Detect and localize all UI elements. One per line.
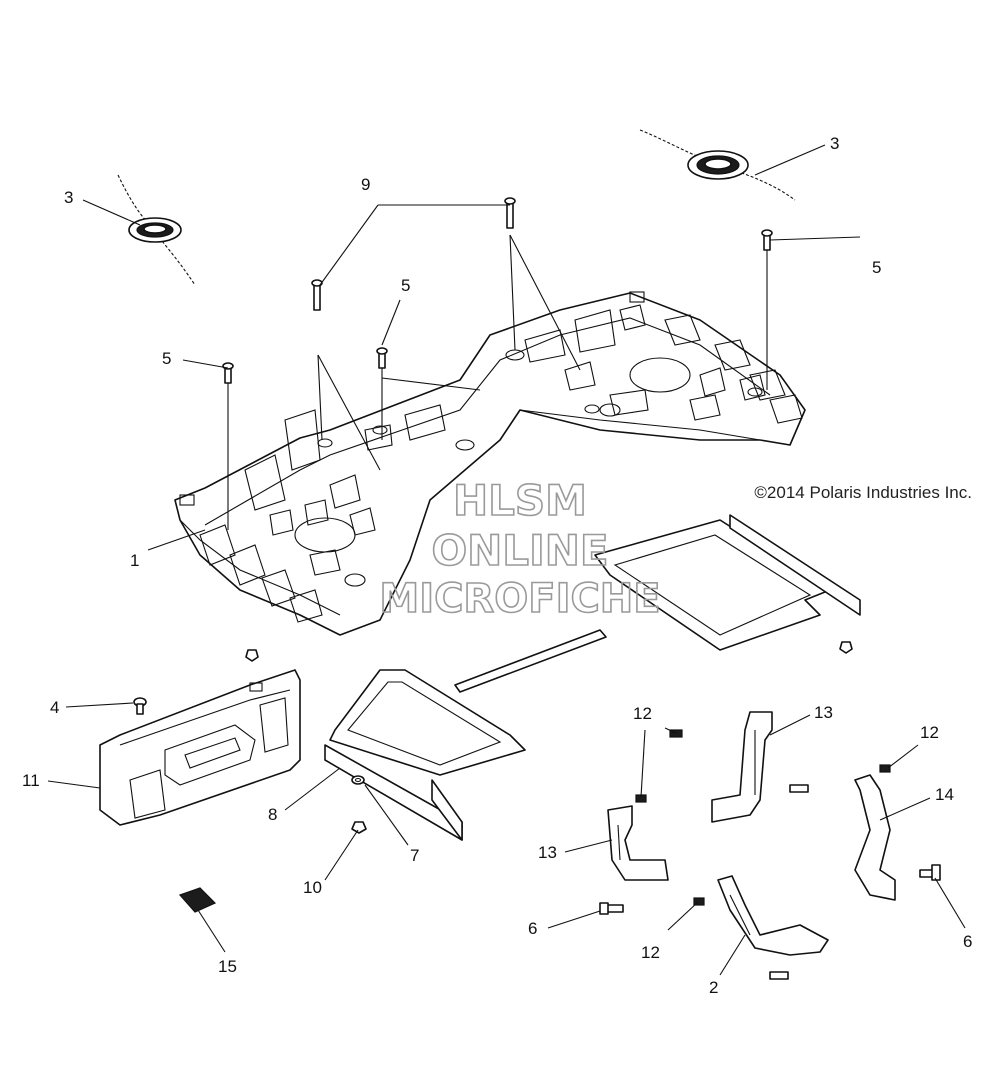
callout-5-left: 5	[162, 349, 171, 368]
callout-13-lower: 13	[538, 843, 557, 862]
nut-right	[839, 641, 853, 654]
callout-11: 11	[22, 771, 40, 790]
bracket-14	[854, 774, 896, 901]
callout-1: 1	[130, 551, 139, 570]
copyright-notice: ©2014 Polaris Industries Inc.	[754, 483, 972, 502]
callout-10: 10	[303, 878, 322, 897]
nut-10	[351, 821, 367, 834]
nut-upper-left	[245, 649, 259, 662]
callout-6-left: 6	[528, 919, 537, 938]
washer-7	[351, 775, 365, 785]
callout-9: 9	[361, 175, 370, 194]
callout-labels: 1 2 3 3 4 5 5 5 6 6 7 8 9 10 11 12 12 12…	[22, 134, 972, 997]
bolt-6-bottom	[769, 971, 789, 980]
callout-2: 2	[709, 978, 718, 997]
watermark-line-2: ONLINE	[431, 526, 608, 575]
clip-12-a	[669, 729, 683, 738]
callout-3-right: 3	[830, 134, 839, 153]
callout-13-upper: 13	[814, 703, 833, 722]
callout-5-mid: 5	[401, 276, 410, 295]
callout-12-top: 12	[633, 704, 652, 723]
callout-4: 4	[50, 698, 59, 717]
clip-12-c	[879, 764, 891, 773]
callout-3-left: 3	[64, 188, 73, 207]
callout-5-right: 5	[872, 258, 881, 277]
watermark: HLSM ONLINE MICROFICHE	[379, 475, 662, 623]
bolt-5-mid	[376, 347, 388, 369]
bracket-13-lower	[607, 805, 669, 881]
clip-12-d	[693, 897, 705, 906]
bracket-2	[717, 875, 829, 956]
callout-8: 8	[268, 805, 277, 824]
rack-deck	[174, 291, 806, 636]
watermark-line-1: HLSM	[453, 476, 587, 525]
bolt-6-mid	[789, 784, 809, 793]
bolt-6-lower	[599, 902, 624, 915]
callout-6-right: 6	[963, 932, 972, 951]
callout-14: 14	[935, 785, 954, 804]
bolt-9-left	[311, 279, 323, 311]
callout-15: 15	[218, 957, 237, 976]
bracket-13-upper	[711, 711, 773, 823]
bolt-9-right	[504, 197, 516, 229]
front-panel	[99, 669, 301, 826]
leader-lines	[47, 144, 966, 976]
mounting-frame	[324, 514, 861, 841]
callout-7: 7	[410, 846, 419, 865]
push-rivet-4	[133, 697, 147, 715]
cap-tether-left	[117, 174, 196, 286]
callout-12-bottom: 12	[641, 943, 660, 962]
cap-tether-right	[639, 129, 796, 201]
bolt-5-left	[222, 362, 234, 384]
watermark-line-3: MICROFICHE	[379, 576, 660, 622]
bolt-6-right	[919, 864, 941, 881]
pad-15	[178, 887, 217, 913]
callout-12-right: 12	[920, 723, 939, 742]
